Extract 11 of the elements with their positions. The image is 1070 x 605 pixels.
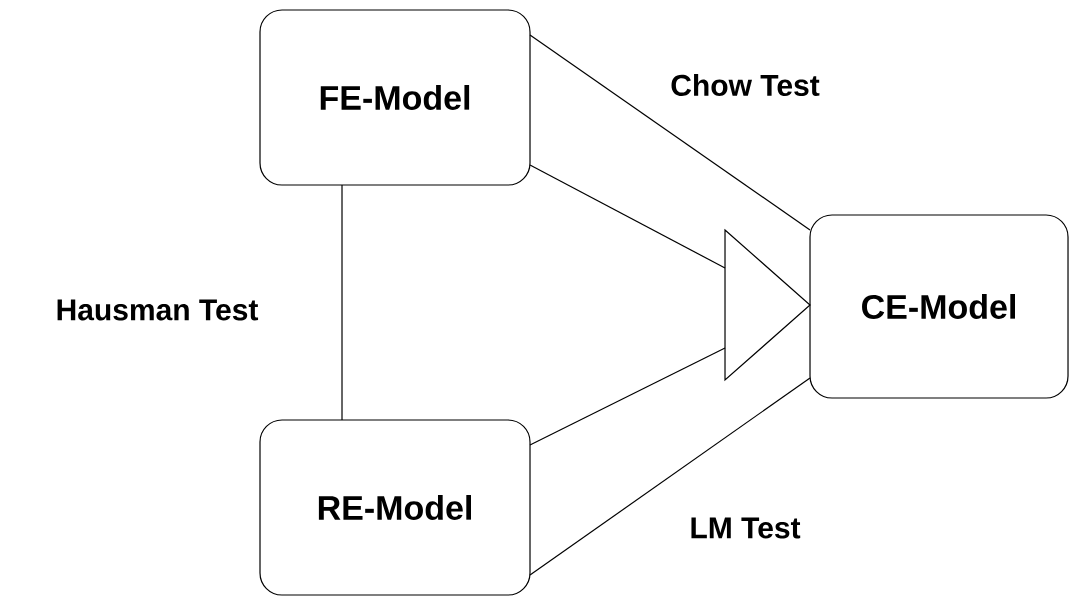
connector-line <box>529 347 726 446</box>
model-box: RE-Model <box>259 419 531 596</box>
connector-line <box>341 184 343 421</box>
model-box: CE-Model <box>809 214 1069 399</box>
connector-line <box>529 164 726 269</box>
edge-label: LM Test <box>688 516 802 540</box>
edge-label: Chow Test <box>669 73 821 97</box>
edge-label: Hausman Test <box>54 298 260 322</box>
connector-line <box>529 34 811 231</box>
model-box: FE-Model <box>259 9 531 186</box>
connector-line <box>529 377 811 576</box>
